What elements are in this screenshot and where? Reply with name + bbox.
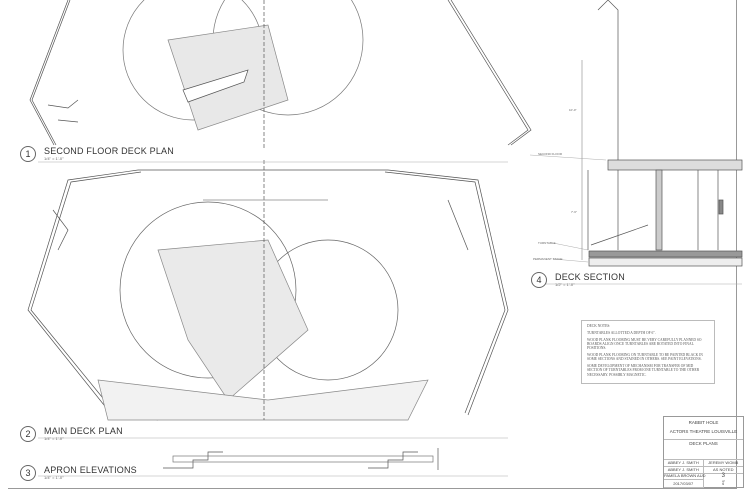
view-scale: 1/4" = 1'-0" [44, 155, 64, 161]
label-turntable: TURNTABLE [538, 241, 556, 245]
director: PAMELA BROWN AUD [664, 473, 706, 478]
view-number-bubble: 2 [20, 426, 36, 442]
notes-heading: DECK NOTES: [587, 324, 611, 328]
second-floor-plan [29, 0, 532, 150]
view-title: APRON ELEVATIONS [44, 464, 137, 475]
view-title: SECOND FLOOR DECK PLAN [44, 145, 174, 156]
production-title: RABBIT HOLE [688, 420, 719, 425]
label-second-floor: SECOND FLOOR [538, 152, 563, 156]
note-item: SOME DEVELOPMENT OF MECHANISM FOR TRANSF… [587, 364, 700, 377]
note-item: WOOD PLANK FLOORING MUST BE VERY CAREFUL… [587, 337, 702, 351]
main-deck-plan [27, 160, 509, 421]
drawing-linework [27, 0, 743, 477]
date: 2017/03/07 [673, 481, 694, 486]
view-scale: 1/4" = 1'-0" [44, 435, 64, 441]
view-number-bubble: 1 [20, 146, 36, 162]
view-title: DECK SECTION [555, 271, 625, 282]
deck-notes: DECK NOTES: TURNTABLES ALLOTTED A DEPTH … [581, 320, 715, 384]
drawn-by: ABBEY J. SMITH [667, 460, 699, 465]
view-scale: 1/4" = 1'-0" [44, 474, 64, 480]
drawing-sheet: SECOND FLOOR TURNTABLE PERMANENT STAGE 1… [8, 0, 744, 489]
checked-by: ABBEY J. SMITH [667, 467, 699, 472]
sheet-title: DECK PLANS [689, 441, 718, 446]
title-block: RABBIT HOLE ACTORS THEATRE LOUISVILLE DE… [663, 416, 744, 488]
scale: AS NOTED [713, 467, 734, 472]
view-title-4: 4 DECK SECTION 1/2" = 1'-0" [531, 272, 625, 288]
deck-section [529, 0, 743, 267]
theatre-name: ACTORS THEATRE LOUISVILLE [669, 429, 738, 434]
dim-upper: 10'-0" [569, 108, 577, 112]
dim-mid: 7'-6" [571, 210, 577, 214]
note-item: TURNTABLES ALLOTTED A DEPTH OF 6". [587, 330, 656, 335]
view-title-1: 1 SECOND FLOOR DECK PLAN 1/4" = 1'-0" [20, 146, 174, 162]
view-scale: 1/2" = 1'-0" [555, 281, 575, 287]
apron-elevations [163, 448, 439, 470]
view-title-2: 2 MAIN DECK PLAN 1/4" = 1'-0" [20, 426, 123, 442]
view-number-bubble: 4 [531, 272, 547, 288]
view-number-bubble: 3 [20, 465, 36, 481]
sheet-of: of [721, 478, 725, 483]
view-title: MAIN DECK PLAN [44, 425, 123, 436]
sheet-total: 6 [722, 482, 725, 486]
note-item: WOOD PLANK FLOORING ON TURNTABLE TO BE P… [587, 352, 703, 362]
designer: JEREMY WOMB [708, 460, 739, 465]
label-permanent-stage: PERMANENT STAGE [533, 257, 563, 261]
view-title-3: 3 APRON ELEVATIONS 1/4" = 1'-0" [20, 465, 137, 481]
sheet-number: 3 [721, 473, 725, 479]
